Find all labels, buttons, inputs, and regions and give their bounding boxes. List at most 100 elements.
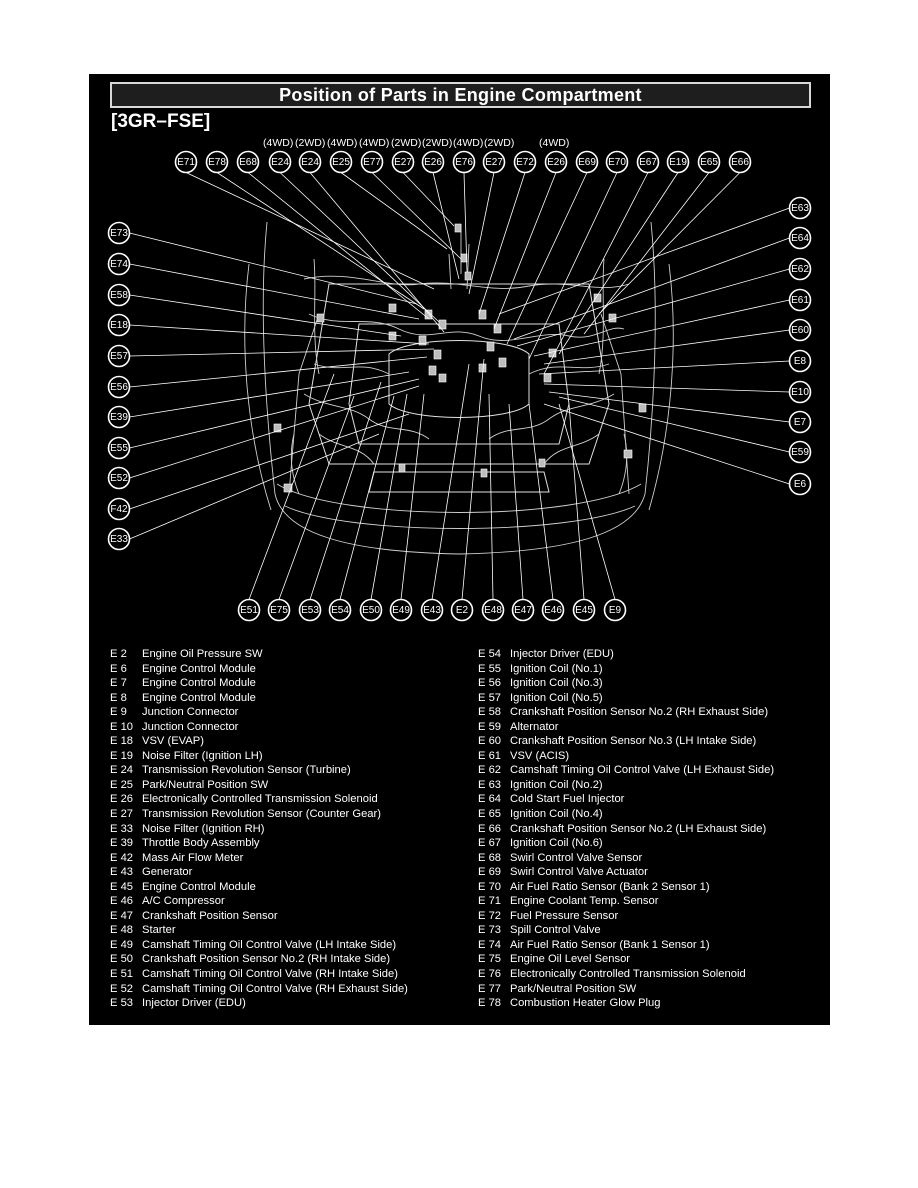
- callout-label: E62: [791, 264, 809, 275]
- callout-circle: [205, 150, 229, 174]
- callout-e78: E78: [205, 150, 229, 174]
- legend-label: Crankshaft Position Sensor No.3 (LH Inta…: [510, 735, 757, 748]
- leader-line: [461, 358, 485, 600]
- callout-e65: E65: [697, 150, 721, 174]
- callout-circle: [636, 150, 660, 174]
- callout-e39: E39: [107, 405, 131, 429]
- callout-circle: [107, 466, 131, 490]
- legend-label: Throttle Body Assembly: [142, 837, 260, 850]
- callout-circle: [298, 150, 322, 174]
- callout-circle: [107, 252, 131, 276]
- legend-label: Injector Driver (EDU): [510, 648, 614, 660]
- diagram-panel: Position of Parts in Engine Compartment …: [89, 74, 830, 1025]
- leader-line: [493, 172, 557, 330]
- leader-line: [248, 373, 335, 600]
- callout-e27: E27: [482, 150, 506, 174]
- callout-e54: E54: [328, 598, 352, 622]
- callout-label: E72: [516, 157, 534, 168]
- callout-f42: F42: [107, 497, 131, 521]
- leader-line: [516, 268, 790, 347]
- callout-label: E67: [639, 157, 657, 168]
- callout-label: E53: [301, 605, 319, 616]
- legend-code: E 63: [478, 778, 502, 791]
- leader-line: [432, 172, 460, 280]
- callout-e50: E50: [359, 598, 383, 622]
- legend-code: E 53: [110, 997, 134, 1010]
- callout-circle: [329, 150, 353, 174]
- callout-label: E10: [791, 387, 809, 398]
- callout-circle: [420, 598, 444, 622]
- callout-label: E51: [240, 605, 258, 616]
- callout-e10: E10: [788, 380, 812, 404]
- callout-e2: E2: [450, 598, 474, 622]
- callout-e45: E45: [572, 598, 596, 622]
- leader-line: [129, 232, 418, 305]
- callout-label: E52: [110, 473, 128, 484]
- callout-e56: E56: [107, 375, 131, 399]
- legend-label: Generator: [142, 866, 193, 879]
- legend-code: E 66: [478, 822, 502, 835]
- legend-label: VSV (EVAP): [142, 735, 204, 748]
- legend-code: E 59: [478, 720, 502, 733]
- callout-circle: [697, 150, 721, 174]
- leader-line: [543, 172, 649, 375]
- callout-circle: [544, 150, 568, 174]
- callout-e76: E76: [452, 150, 476, 174]
- legend-label: Park/Neutral Position SW: [510, 982, 637, 995]
- callout-e51: E51: [237, 598, 261, 622]
- leader-line: [278, 395, 355, 600]
- callout-circle: [107, 313, 131, 337]
- legend-code: E 61: [478, 749, 502, 762]
- leader-lines: [129, 172, 790, 600]
- callout-label: E50: [362, 605, 380, 616]
- callout-circle: [359, 598, 383, 622]
- callout-label: E56: [110, 382, 128, 393]
- callout-e19: E19: [666, 150, 690, 174]
- callout-label: E63: [791, 203, 809, 214]
- callout-circle: [575, 150, 599, 174]
- callout-e26: E26: [544, 150, 568, 174]
- callout-label: E58: [110, 290, 128, 301]
- legend-label: Ignition Coil (No.5): [510, 691, 603, 704]
- callout-circle: [788, 226, 812, 250]
- leader-line: [558, 403, 616, 600]
- legend-label: Ignition Coil (No.4): [510, 808, 603, 821]
- callout-e49: E49: [389, 598, 413, 622]
- callout-label: E69: [578, 157, 596, 168]
- legend-code: E 49: [110, 938, 134, 951]
- leader-line: [548, 391, 790, 423]
- legend-code: E 73: [478, 924, 502, 937]
- callout-circle: [788, 318, 812, 342]
- legend-code: E 24: [110, 764, 134, 777]
- callout-e6: E6: [788, 472, 812, 496]
- callout-circle: [788, 472, 812, 496]
- callout-e64: E64: [788, 226, 812, 250]
- leader-line: [463, 172, 468, 273]
- legend-label: Camshaft Timing Oil Control Valve (RH In…: [142, 968, 398, 981]
- callout-circle: [788, 380, 812, 404]
- callout-circle: [267, 598, 291, 622]
- callout-circle: [328, 598, 352, 622]
- callout-circle: [603, 598, 627, 622]
- callout-label: E26: [424, 157, 442, 168]
- callout-e46: E46: [541, 598, 565, 622]
- legend-code: E 25: [110, 778, 134, 791]
- callout-e26: E26: [421, 150, 445, 174]
